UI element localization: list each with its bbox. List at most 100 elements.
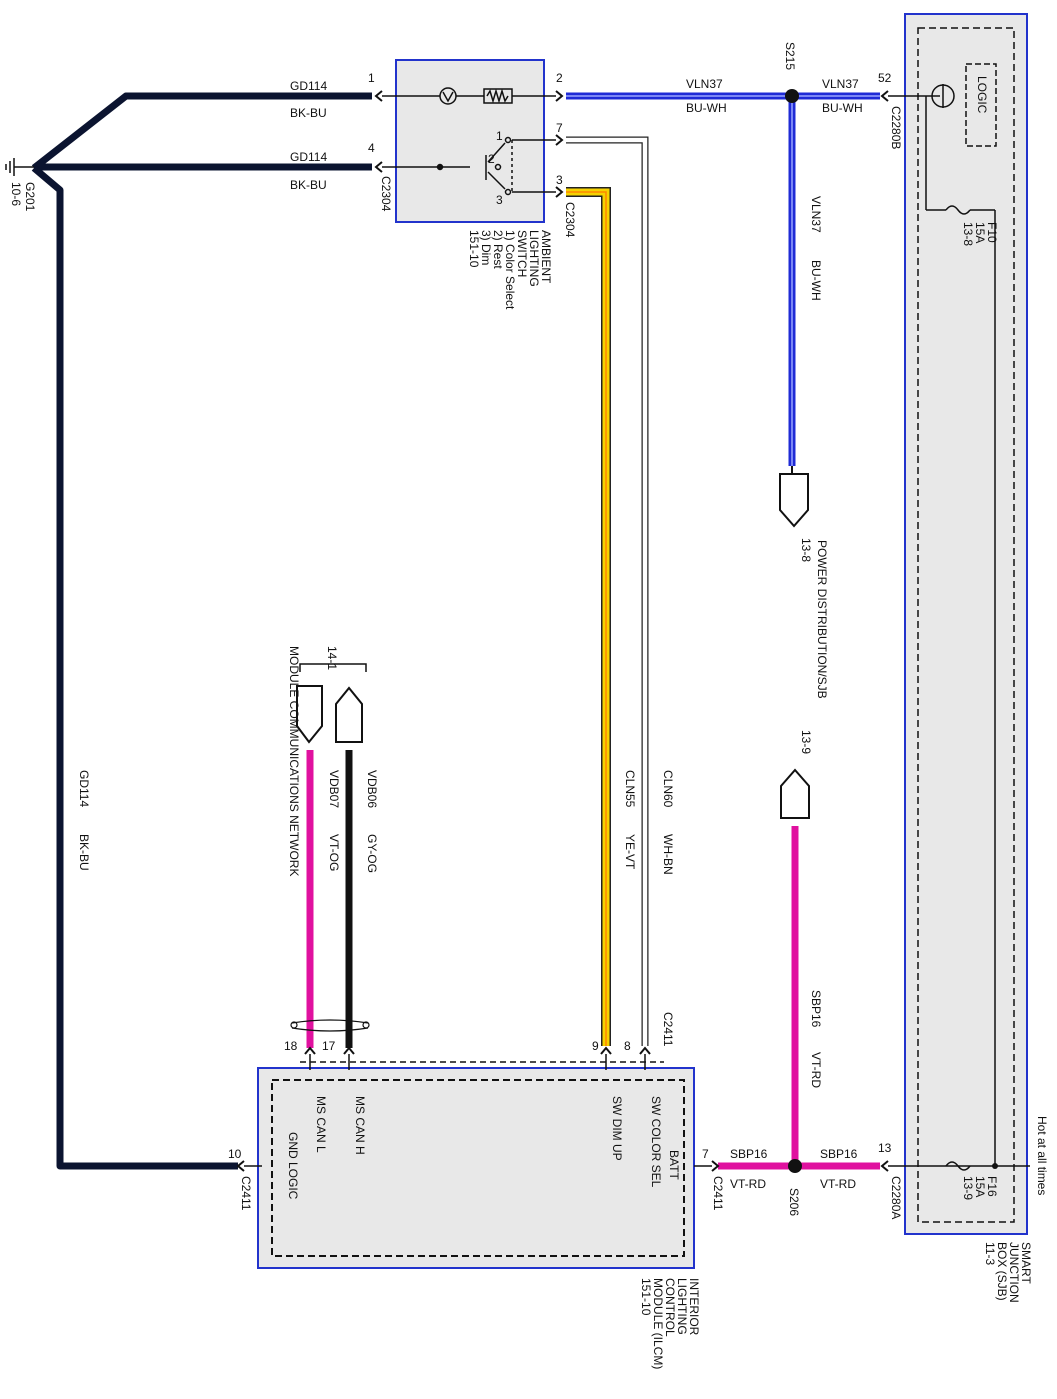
- power-dist-label: POWER DISTRIBUTION/SJB: [815, 540, 829, 699]
- ilcm-connector-top: C2411: [661, 1012, 675, 1047]
- ilcm-pin-10: 10: [228, 1147, 242, 1161]
- cln60-color: WH-BN: [661, 834, 675, 875]
- sbp16-left-circuit: SBP16: [730, 1147, 768, 1161]
- sjb-logic-box: [965, 63, 997, 147]
- pin-chevron-icon: [304, 1046, 316, 1055]
- pin-chevron-icon: [555, 186, 564, 198]
- ilcm-signal-gnd-logic: GND LOGIC: [286, 1132, 300, 1200]
- ilcm-pin-7: 7: [702, 1147, 709, 1161]
- pin-chevron-icon: [600, 1046, 612, 1055]
- sjb-inner-dashed: [917, 27, 1015, 1223]
- splice-s215: S215: [783, 42, 797, 70]
- twisted-pair-mark: [290, 1019, 370, 1032]
- gd114-top-wire: [31, 92, 372, 171]
- gd114-long-wire: [31, 165, 238, 1170]
- svg-text:SMART: SMART: [1019, 1242, 1033, 1284]
- svg-text:2) Rest: 2) Rest: [491, 230, 505, 269]
- network-out-icon: [296, 685, 323, 744]
- pin-2-label: 2: [556, 71, 563, 85]
- svg-text:151-10: 151-10: [639, 1278, 653, 1316]
- switch-connector-right: C2304: [563, 202, 577, 238]
- splice-s215-dot: [785, 89, 799, 103]
- pin-7-label: 7: [556, 121, 563, 135]
- ilcm-pin-9: 9: [592, 1039, 599, 1053]
- pin-chevron-icon: [880, 1160, 889, 1172]
- rotated-labels: G201 10-6 C2304 C2304 S215 C2280B VLN37 …: [9, 42, 1049, 1219]
- ambient-switch-box: [395, 59, 545, 223]
- cln55-circuit: CLN55: [623, 770, 637, 808]
- cln60-circuit: CLN60: [661, 770, 675, 808]
- gd114-mid-color: BK-BU: [290, 178, 327, 192]
- network-in-icon: [335, 686, 363, 743]
- sjb-title: SMART JUNCTION BOX (SJB) 11-3: [983, 1242, 1033, 1303]
- vln37-right-circuit: VLN37: [822, 77, 859, 91]
- ilcm-signal-ms-can-l: MS CAN L: [314, 1096, 328, 1153]
- sjb-hot-label: Hot at all times: [1035, 1116, 1049, 1195]
- cln55-color: YE-VT: [623, 834, 637, 870]
- sjb-junction-dot: [992, 1163, 998, 1169]
- sbp16-left-color: VT-RD: [730, 1177, 766, 1191]
- fuse-f16-icon: [945, 1161, 971, 1171]
- network-ref: 14-1: [325, 646, 339, 670]
- sjb-fuse-f10-labels: F10 15A 13-8: [961, 222, 999, 246]
- cln55-wire: [566, 187, 611, 1046]
- magenta-wire-group: [306, 750, 880, 1170]
- ground-ref: 10-6: [9, 182, 23, 206]
- horizontal-labels: GD114 BK-BU GD114 BK-BU VLN37 BU-WH VLN3…: [228, 71, 892, 1191]
- sbp16-right-circuit: SBP16: [820, 1147, 858, 1161]
- svg-text:JUNCTION: JUNCTION: [1007, 1242, 1021, 1303]
- svg-text:151-10: 151-10: [467, 230, 481, 268]
- ilcm-connector-right: C2411: [711, 1176, 725, 1211]
- gd114-long-circuit: GD114: [77, 770, 91, 807]
- sbp16-vertical-color: VT-RD: [809, 1052, 823, 1088]
- pin-1-label: 1: [368, 71, 375, 85]
- ilcm-signal-ms-can-h: MS CAN H: [353, 1096, 367, 1155]
- pin-chevron-icon: [374, 90, 383, 102]
- pin-chevron-icon: [236, 1160, 245, 1172]
- sjb-fuse-f16-labels: F16 15A 13-9: [961, 1176, 999, 1200]
- network-bracket: [299, 663, 367, 672]
- ilcm-pin-8: 8: [624, 1039, 631, 1053]
- sjb-logic-label: LOGIC: [975, 76, 989, 114]
- ilcm-pin-17: 17: [322, 1039, 336, 1053]
- sbp16-vertical-circuit: SBP16: [809, 990, 823, 1028]
- ilcm-title: INTERIOR LIGHTING CONTROL MODULE (ILCM) …: [639, 1278, 701, 1369]
- vdb06-circuit: VDB06: [365, 770, 379, 808]
- switch-title: AMBIENT LIGHTING SWITCH 1) Color Select …: [467, 230, 553, 310]
- sjb-pin-52: 52: [878, 71, 892, 85]
- vln37-left-color: BU-WH: [686, 101, 727, 115]
- switch-contact-1: 1: [496, 129, 503, 143]
- svg-text:13-9: 13-9: [961, 1176, 975, 1200]
- svg-text:AMBIENT: AMBIENT: [539, 230, 553, 284]
- ground-wire-group: [31, 92, 372, 1170]
- sjb-conn-a: C2280A: [889, 1176, 903, 1219]
- gd114-long-color: BK-BU: [77, 834, 91, 871]
- vdb06-color: GY-OG: [365, 834, 379, 873]
- sjb-internals: [925, 84, 1030, 1171]
- ilcm-signal-sw-dim-up: SW DIM UP: [610, 1096, 624, 1161]
- power-dist-ref-top: 13-8: [799, 538, 813, 562]
- svg-text:15A: 15A: [973, 1176, 987, 1197]
- connector-chevrons: [236, 90, 889, 1172]
- ilcm-pin-18: 18: [284, 1039, 298, 1053]
- pin-chevron-icon: [639, 1046, 651, 1055]
- splice-s206: S206: [787, 1188, 801, 1216]
- svg-text:LIGHTING: LIGHTING: [675, 1278, 689, 1335]
- gd114-top-color: BK-BU: [290, 106, 327, 120]
- svg-text:SWITCH: SWITCH: [515, 230, 529, 277]
- switch-connector-left: C2304: [379, 176, 393, 212]
- sjb-conn-b: C2280B: [889, 106, 903, 149]
- vdb07-circuit: VDB07: [327, 770, 341, 808]
- svg-text:BOX (SJB): BOX (SJB): [995, 1242, 1009, 1301]
- pin-chevron-icon: [555, 134, 564, 146]
- vln37-down-circuit: VLN37: [809, 196, 823, 233]
- svg-text:LIGHTING: LIGHTING: [527, 230, 541, 287]
- ilcm-signal-sw-color-sel: SW COLOR SEL: [649, 1096, 663, 1188]
- svg-text:CONTROL: CONTROL: [663, 1278, 677, 1337]
- pin-chevron-icon: [880, 90, 889, 102]
- pin-chevron-icon: [555, 90, 564, 102]
- offpage-connectors: [296, 466, 810, 819]
- pin-chevron-icon: [343, 1046, 355, 1055]
- svg-text:F10: F10: [985, 222, 999, 243]
